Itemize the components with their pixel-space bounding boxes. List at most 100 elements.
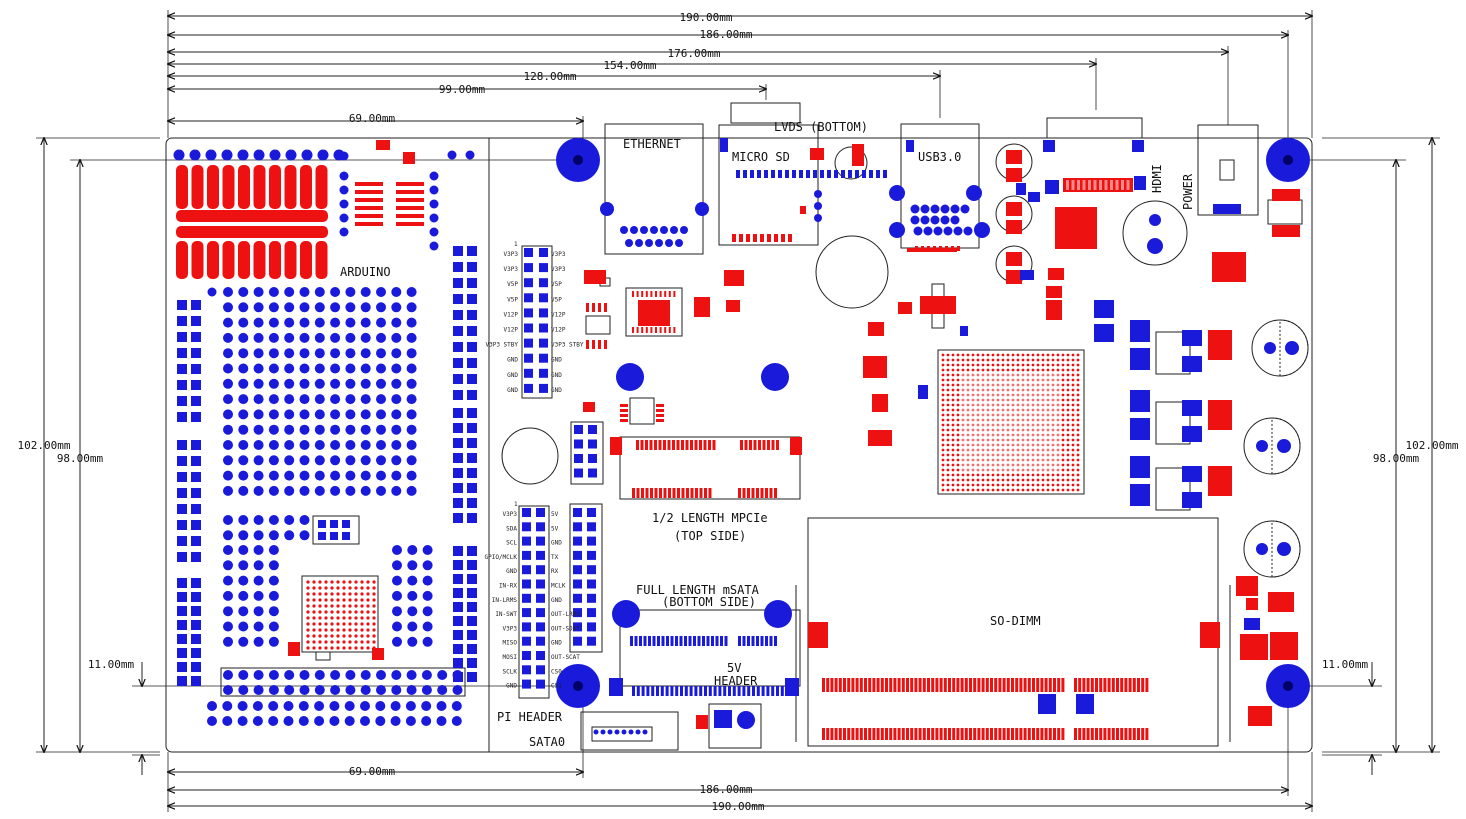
header-row-pad [268, 701, 279, 711]
proto-pad [406, 378, 417, 389]
bga-ball [312, 598, 316, 602]
smd-pad [920, 296, 956, 314]
standoff-pad [761, 363, 789, 391]
cpu-ball [1026, 423, 1030, 427]
cpu-ball [1011, 393, 1015, 397]
bga-ball [354, 622, 358, 626]
bga-ball [342, 592, 346, 596]
cpu-ball [1066, 398, 1070, 402]
dim-bottom-190: 190.00mm [712, 800, 765, 813]
proto-pad [391, 363, 402, 374]
cpu-ball [1071, 388, 1075, 392]
pi-header-pin [522, 622, 531, 632]
header-pin [453, 658, 463, 668]
inductor-pad [1006, 270, 1022, 284]
power-header-pin-label: V3P3 [504, 266, 519, 273]
cpu-ball [1011, 453, 1015, 457]
cpu-ball [1036, 443, 1040, 447]
header-row-pad [360, 670, 371, 680]
bga-ball [342, 628, 346, 632]
header-pin [467, 483, 477, 493]
cpu-ball [1041, 393, 1045, 397]
cpu-ball [1011, 423, 1015, 427]
pi-header-pin-label: IN-SWT [495, 611, 517, 618]
ic-pin [396, 214, 424, 218]
cpu-ball [1051, 373, 1055, 377]
cpu-ball [1066, 473, 1070, 477]
cpu-ball [966, 443, 970, 447]
sodimm-pin [893, 678, 897, 692]
sodimm-pin [990, 678, 993, 692]
cpu-ball [1001, 483, 1005, 487]
chip-pin [641, 291, 644, 297]
ethernet-pin [620, 226, 628, 234]
sodimm-pin [826, 678, 830, 692]
bga-ball [366, 640, 370, 644]
cap-pad [1147, 238, 1163, 254]
power-header-pin [524, 263, 533, 273]
chip-pin [650, 291, 653, 297]
sodimm-pin [1040, 678, 1044, 692]
header-pin [467, 498, 477, 508]
cpu-ball [1016, 418, 1020, 422]
cpu-ball [1061, 448, 1065, 452]
small-header-pin [574, 439, 583, 449]
pi-header-pin [536, 593, 545, 603]
arduino-red-pad [269, 241, 281, 279]
cpu-ball [1051, 478, 1055, 482]
proto-pad [223, 606, 233, 617]
msata-pin [737, 686, 741, 696]
power-header-pin-label: GND [551, 387, 562, 394]
cpu-ball [1041, 363, 1045, 367]
power-header-pin [539, 248, 548, 257]
mpcie-pin [758, 440, 761, 450]
cpu-ball [1031, 468, 1035, 472]
power-stage-outline [1155, 401, 1191, 445]
sodimm-pin [914, 678, 918, 692]
cpu-ball [1066, 368, 1070, 372]
bga-ball [330, 640, 334, 644]
header-row-pad [436, 716, 447, 726]
cpu-ball [1076, 488, 1080, 492]
lvds-pin [855, 170, 859, 178]
cpu-ball [1021, 398, 1025, 402]
mpcie-pin [738, 488, 741, 498]
cpu-ball [1066, 358, 1070, 362]
sodimm-pin [1048, 728, 1052, 740]
proto-pad [238, 606, 249, 617]
header-pin [467, 294, 477, 304]
sodimm-pin [964, 678, 968, 692]
lvds-outline [730, 102, 801, 124]
pi-aux-pin [573, 593, 582, 603]
pi-header-pin [522, 579, 531, 589]
cpu-ball [1021, 418, 1025, 422]
lvds-pin [785, 170, 789, 178]
cpu-ball [1071, 368, 1075, 372]
sodimm-pin [952, 728, 956, 740]
chip-pin [645, 291, 648, 297]
cpu-ball [941, 373, 945, 377]
cpu-ball [1016, 438, 1020, 442]
sodimm-pin [1111, 728, 1115, 740]
cpu-ball [1051, 468, 1055, 472]
cpu-ball [1031, 358, 1035, 362]
chip-pin [620, 409, 628, 412]
cpu-ball [1016, 423, 1020, 427]
sodimm-pin [1078, 678, 1082, 692]
pi-header-pin-label: SCL [506, 540, 517, 547]
sodimm-pin [922, 678, 926, 692]
cpu-ball [1026, 418, 1030, 422]
cpu-ball [961, 433, 965, 437]
cpu-ball [981, 413, 985, 417]
sodimm-pin [1040, 728, 1044, 740]
cpu-ball [1001, 358, 1005, 362]
cpu-ball [1001, 353, 1005, 357]
proto-pad [238, 560, 249, 571]
msata-pin [718, 686, 722, 696]
bga-ball [318, 610, 322, 614]
cpu-ball [1051, 358, 1055, 362]
cap-pad [1149, 214, 1161, 226]
cpu-ball [1011, 353, 1015, 357]
cpu-ball [961, 373, 965, 377]
cpu-ball [1051, 433, 1055, 437]
